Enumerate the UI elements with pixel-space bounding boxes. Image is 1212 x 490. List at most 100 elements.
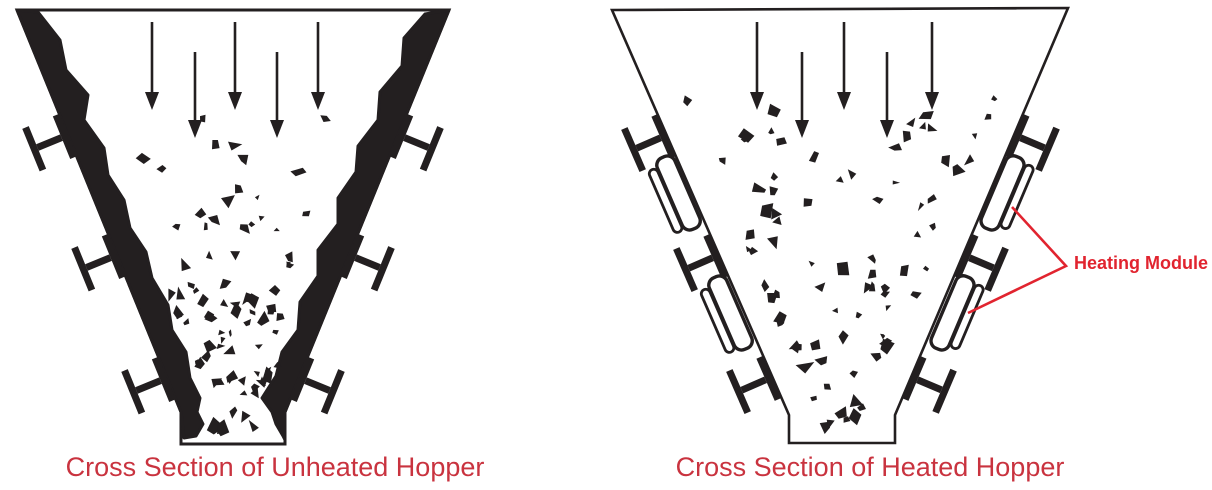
falling-arrow-head [795,120,809,138]
falling-arrow-head [228,92,242,110]
particle [971,133,978,140]
particle [740,137,749,143]
particle [919,121,926,130]
particle [203,222,208,231]
particle [836,261,850,276]
particle [872,196,884,204]
particle [239,224,250,234]
particle [211,378,223,389]
falling-arrow-head [188,120,202,138]
particle [228,329,232,337]
particle [230,251,241,261]
particle [888,143,902,151]
particle [745,246,752,253]
particle [849,370,858,378]
wall-buildup-right [260,8,451,442]
particle [751,182,767,193]
particle [927,123,938,132]
particle [156,165,167,173]
particle [941,155,950,168]
particle [927,194,937,204]
particle [984,113,992,120]
particle [206,250,213,260]
particle [788,340,802,350]
particle [257,310,270,326]
particle [770,172,779,181]
falling-arrow-head [311,92,325,110]
particle [879,337,893,347]
falling-arrow-head [145,92,159,110]
particle [923,265,930,272]
particle [259,376,267,387]
particle [910,291,922,299]
particle [867,269,877,279]
particle [906,117,916,127]
particle [216,343,226,350]
caption-unheated: Cross Section of Unheated Hopper [65,452,485,482]
particle [176,286,186,300]
particle [250,387,259,399]
particle [200,114,206,123]
particle [767,103,781,118]
particle [880,333,886,340]
particle [248,419,259,432]
particle [286,262,295,269]
particle [243,318,252,327]
particle [235,184,244,194]
particle [808,260,815,267]
particle [814,282,826,292]
particle [239,390,248,396]
particle [776,137,787,146]
particle [176,310,183,319]
particle [902,130,912,143]
particle [738,128,755,143]
particle [203,339,217,353]
particle [218,329,226,336]
particle [810,339,821,351]
particle [843,416,851,423]
particle [776,320,785,327]
particle [826,419,835,430]
particle [194,359,200,365]
falling-arrow-head [750,92,764,110]
particle [290,167,307,177]
particle [230,301,242,319]
particle [803,198,813,207]
particle [207,215,220,226]
particle [823,383,832,390]
particle [172,223,181,231]
particle [249,309,256,316]
particle [832,307,838,314]
heated-hopper [610,6,1070,445]
particle [181,257,192,272]
particle [952,164,966,177]
particle [769,186,779,196]
falling-arrow-head [837,92,851,110]
unheated-hopper [14,8,452,446]
particle [771,208,783,220]
particle [917,202,925,212]
particle [745,229,755,240]
particle [217,422,228,434]
particle [273,227,280,232]
particle [867,254,876,264]
feed-arrows [750,22,939,138]
particle [892,180,901,185]
particle [272,329,279,335]
annotation-leader-line [967,206,1069,315]
particle [228,141,243,151]
particle [220,336,226,344]
particle [767,293,778,304]
particle [212,140,220,150]
particle [913,230,922,238]
particle [237,376,246,386]
particle [855,311,863,319]
particles [683,95,998,434]
particle [253,371,260,377]
particle [242,292,256,305]
particle [251,383,260,393]
particle [193,287,200,294]
particle [885,305,892,312]
particle [320,115,331,122]
particle [206,416,225,435]
